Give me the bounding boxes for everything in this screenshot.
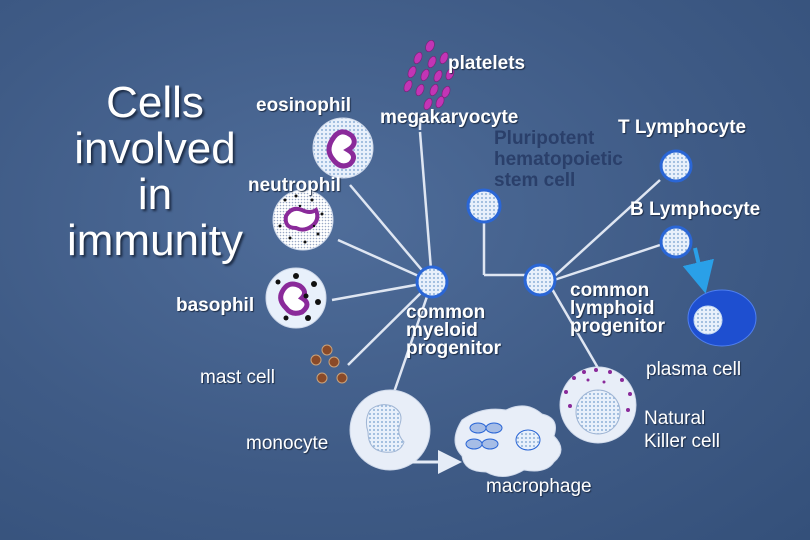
neutrophil-label: neutrophil: [248, 175, 341, 196]
t-lymphocyte-cell: [659, 149, 693, 183]
pluripotent-line: Pluripotent: [494, 128, 595, 149]
myeloid-line: common: [406, 302, 486, 323]
myeloid-line: progenitor: [406, 338, 501, 359]
common-myeloid-progenitor-cell: [415, 265, 449, 299]
megakaryocyte-label: megakaryocyte: [380, 107, 519, 128]
mast-cell: [310, 344, 348, 384]
natural-killer-cell-label: Natural Killer cell: [644, 407, 720, 453]
title-line: involved: [74, 124, 236, 173]
b-to-plasma-arrow: [682, 247, 714, 294]
nk-line: Killer cell: [644, 431, 721, 452]
lymphoid-line: common: [570, 280, 650, 301]
t-lymphocyte-label: T Lymphocyte: [618, 117, 747, 138]
pluripotent-stem-cell: [466, 188, 502, 224]
macrophage-cell: [454, 405, 562, 477]
basophil-label: basophil: [176, 295, 255, 316]
monocyte-cell: [349, 389, 431, 471]
lymphoid-line: progenitor: [570, 316, 665, 337]
pluripotent-line: stem cell: [494, 170, 576, 191]
myeloid-line: myeloid: [406, 320, 478, 341]
basophil-cell: [265, 267, 327, 329]
plasma-cell-label: plasma cell: [646, 359, 742, 380]
pluripotent-stem-cell-label: Pluripotent hematopoietic stem cell: [494, 128, 623, 191]
natural-killer-cell: [559, 366, 637, 444]
common-lymphoid-progenitor-cell: [523, 263, 557, 297]
eosinophil-label: eosinophil: [256, 95, 351, 116]
monocyte-label: monocyte: [246, 433, 329, 454]
title-line: immunity: [66, 216, 244, 265]
common-lymphoid-progenitor-label: common lymphoid progenitor: [570, 280, 665, 337]
title-line: in: [137, 170, 173, 219]
pluripotent-line: hematopoietic: [494, 149, 623, 170]
b-lymphocyte-cell: [659, 225, 693, 259]
nk-line: Natural: [644, 408, 706, 429]
platelets-cluster: [403, 40, 455, 110]
platelets-label: platelets: [448, 53, 526, 74]
slide-title: Cells involved in immunity: [40, 80, 270, 264]
neutrophil-cell: [272, 189, 334, 251]
title-line: Cells: [106, 78, 204, 127]
b-lymphocyte-label: B Lymphocyte: [630, 199, 761, 220]
lymphoid-line: lymphoid: [570, 298, 655, 319]
mast-cell-label: mast cell: [200, 367, 275, 388]
eosinophil-cell: [312, 117, 374, 179]
common-myeloid-progenitor-label: common myeloid progenitor: [406, 302, 501, 359]
plasma-cell: [687, 289, 757, 347]
macrophage-label: macrophage: [486, 476, 592, 497]
